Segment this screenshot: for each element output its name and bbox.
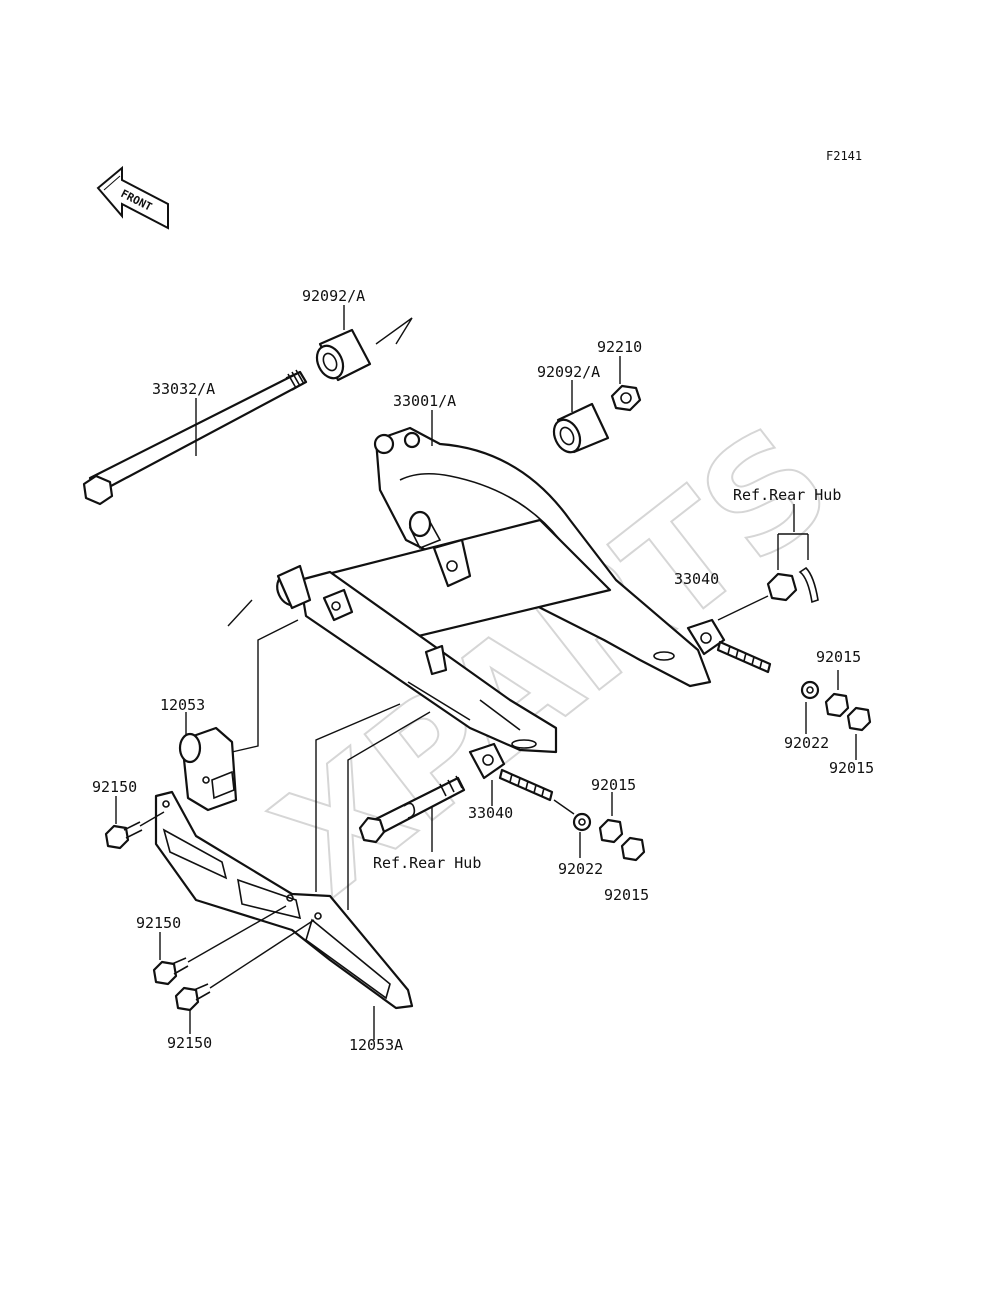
front-arrow-icon: FRONT <box>96 165 169 230</box>
part-label-adjuster-right: 33040 <box>674 570 719 588</box>
part-label-adjuster-center: 33040 <box>468 804 513 822</box>
part-label-shaft: 33032/A <box>152 380 215 398</box>
part-label-washer-center: 92022 <box>558 860 603 878</box>
part-label-chain-guard: 12053A <box>349 1036 403 1054</box>
shaft-part <box>82 369 308 506</box>
part-label-ref-rear-hub-top: Ref.Rear Hub <box>733 486 841 504</box>
part-label-ref-rear-hub-bottom: Ref.Rear Hub <box>373 854 481 872</box>
collar-top-part <box>315 317 413 382</box>
part-label-nut-top: 92210 <box>597 338 642 356</box>
part-label-bolt-a: 92150 <box>92 778 137 796</box>
part-label-nut-center-a: 92015 <box>591 776 636 794</box>
part-label-nut-right-a: 92015 <box>816 648 861 666</box>
center-fastener-group <box>553 792 646 862</box>
part-label-chain-guide-block: 12053 <box>160 696 205 714</box>
watermark-text: XPARTS <box>245 393 862 928</box>
part-label-nut-right-b: 92015 <box>829 759 874 777</box>
diagram-code: F2141 <box>826 149 862 163</box>
chain-guard-part <box>154 703 431 1010</box>
part-label-washer-right: 92022 <box>784 734 829 752</box>
part-label-nut-center-b: 92015 <box>604 886 649 904</box>
adjuster-right-part <box>686 595 772 674</box>
part-label-collar-right: 92092/A <box>537 363 600 381</box>
watermark: XPARTS <box>244 392 863 929</box>
chain-guide-block-part <box>178 619 299 812</box>
part-label-bolt-c: 92150 <box>167 1034 212 1052</box>
bolt-c-part <box>174 919 315 1012</box>
part-label-swingarm: 33001/A <box>393 392 456 410</box>
rear-hub-ref-top <box>766 504 819 604</box>
part-label-collar-top: 92092/A <box>302 287 365 305</box>
swingarm-part <box>227 426 712 754</box>
bolt-a-part <box>104 811 165 850</box>
bolt-b-part <box>152 905 287 986</box>
right-fastener-group <box>800 670 872 760</box>
adjuster-center-part <box>468 742 554 802</box>
part-label-bolt-b: 92150 <box>136 914 181 932</box>
nut-top-part <box>610 384 642 412</box>
rear-hub-ref-bottom <box>358 775 466 852</box>
collar-right-part <box>552 402 610 454</box>
